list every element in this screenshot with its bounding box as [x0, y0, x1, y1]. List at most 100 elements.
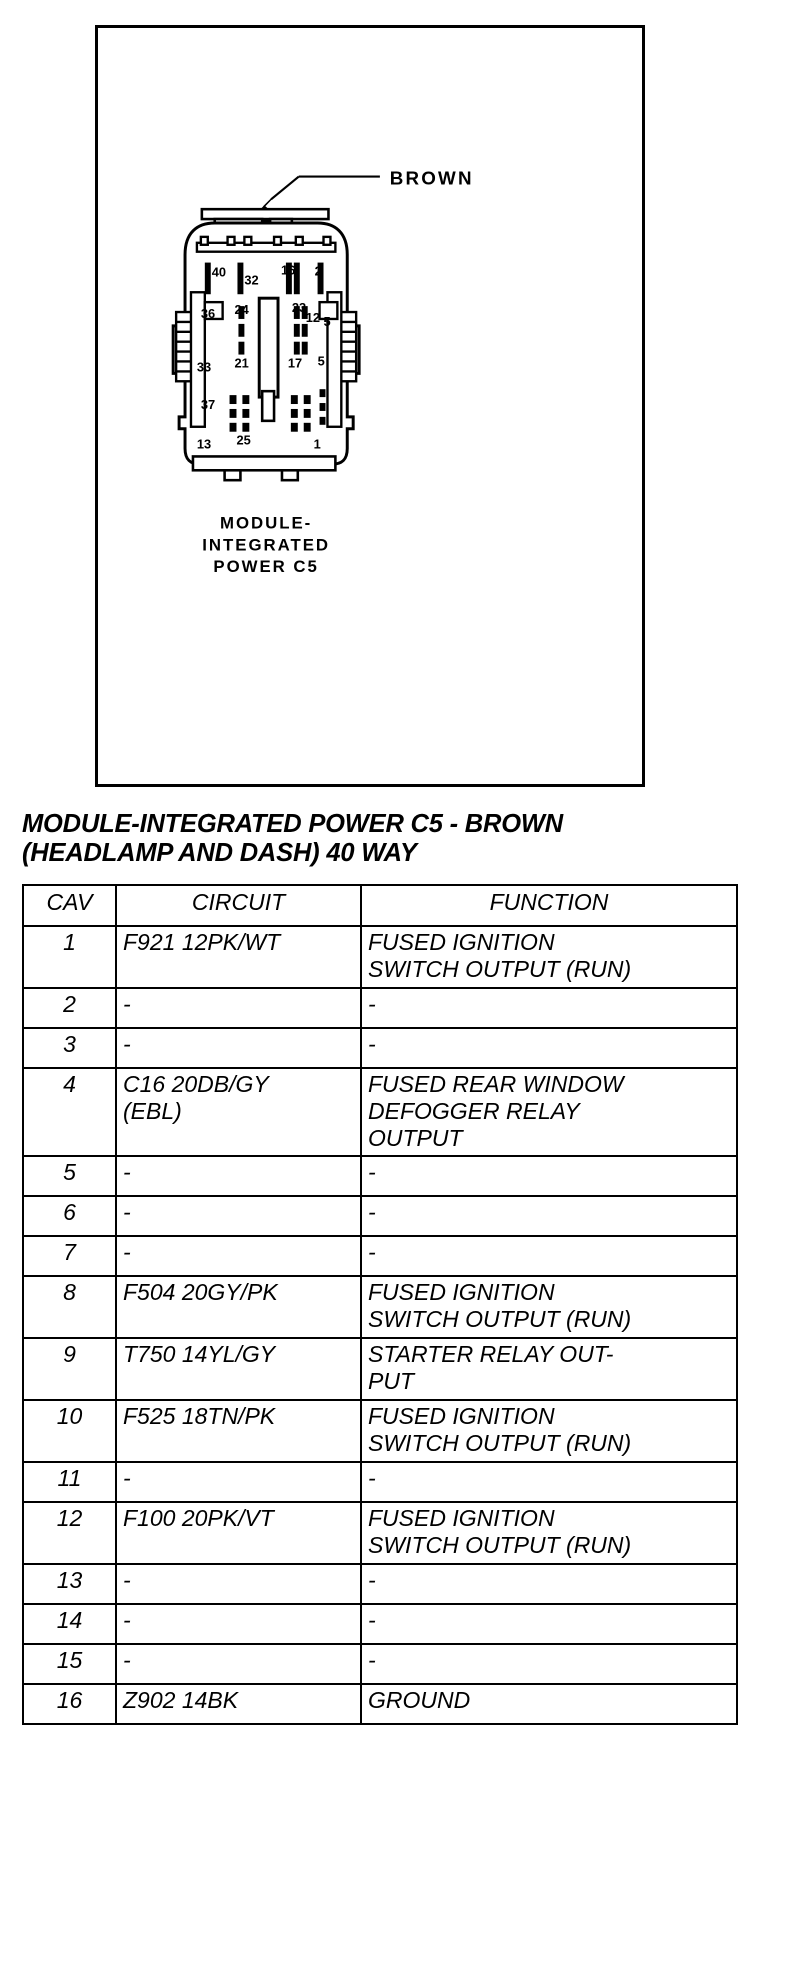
table-row: 2--: [22, 986, 738, 1029]
cav-cell: 16: [22, 1682, 117, 1725]
circuit-cell-line: -: [123, 1464, 131, 1491]
circuit-cell-line: F504 20GY/PK: [123, 1279, 278, 1306]
function-cell-line: -: [368, 1646, 376, 1673]
svg-text:23: 23: [292, 300, 306, 315]
svg-text:16: 16: [281, 262, 295, 277]
table-row: 5--: [22, 1155, 738, 1198]
circuit-cell-line: -: [123, 1566, 131, 1593]
circuit-cell: Z902 14BK: [115, 1682, 362, 1725]
circuit-cell-line: F100 20PK/VT: [123, 1504, 274, 1531]
circuit-cell-line: (EBL): [123, 1097, 182, 1124]
cav-cell: 5: [22, 1155, 117, 1198]
function-cell: -: [360, 1642, 738, 1685]
circuit-cell: -: [115, 1026, 362, 1069]
function-cell-line: FUSED IGNITION: [368, 1504, 555, 1531]
function-cell-line: -: [368, 1199, 376, 1226]
cav-cell: 10: [22, 1399, 117, 1463]
svg-text:5: 5: [318, 353, 325, 368]
column-header-cav: CAV: [22, 884, 117, 927]
circuit-cell-line: T750 14YL/GY: [123, 1341, 276, 1368]
cav-cell: 3: [22, 1026, 117, 1069]
table-row: 6--: [22, 1195, 738, 1238]
function-cell: -: [360, 1460, 738, 1503]
cavity-contacts-upper: [204, 262, 324, 355]
function-cell: -: [360, 1026, 738, 1069]
function-cell-line: -: [368, 1464, 376, 1491]
column-header-circuit: CIRCUIT: [115, 884, 362, 927]
connector-left-rail: [174, 291, 207, 428]
function-cell-line: PUT: [368, 1368, 414, 1395]
table-row: 15--: [22, 1642, 738, 1685]
circuit-cell-line: -: [123, 1159, 131, 1186]
page-title-line-2: (HEADLAMP AND DASH) 40 WAY: [22, 838, 417, 867]
figure-caption: MODULE- INTEGRATED POWER C5: [202, 514, 330, 577]
cavity-contacts-mid: [229, 389, 326, 432]
connector-bottom-flange: [191, 455, 337, 482]
function-cell-line: DEFOGGER RELAY: [368, 1097, 580, 1124]
circuit-cell: C16 20DB/GY(EBL): [115, 1066, 362, 1158]
connector-diagram: BROWN: [171, 167, 472, 577]
circuit-cell-line: -: [123, 1606, 131, 1633]
function-cell: -: [360, 1562, 738, 1605]
connector-right-rail: [326, 291, 358, 428]
function-cell: GROUND: [360, 1682, 738, 1725]
connector-illustration-frame: BROWN: [95, 25, 645, 787]
cav-cell: 15: [22, 1642, 117, 1685]
circuit-cell-line: -: [123, 1239, 131, 1266]
circuit-cell-line: Z902 14BK: [123, 1686, 239, 1713]
cav-cell: 14: [22, 1602, 117, 1645]
function-cell-line: SWITCH OUTPUT (RUN): [368, 955, 632, 982]
circuit-cell-line: -: [123, 1030, 131, 1057]
circuit-cell: F921 12PK/WT: [115, 924, 362, 989]
connector-centre-keyway: [257, 296, 280, 399]
connector-upper-rail: [195, 235, 337, 253]
caption-line-2: INTEGRATED: [202, 535, 330, 554]
svg-text:5: 5: [324, 314, 331, 329]
caption-line-1: MODULE-: [220, 514, 312, 533]
circuit-cell: F525 18TN/PK: [115, 1399, 362, 1463]
brown-callout-leader: [270, 175, 380, 201]
circuit-cell: -: [115, 1155, 362, 1198]
circuit-cell: -: [115, 986, 362, 1029]
cav-cell: 6: [22, 1195, 117, 1238]
function-cell-line: GROUND: [368, 1686, 471, 1713]
table-row: 13--: [22, 1562, 738, 1605]
circuit-cell: -: [115, 1642, 362, 1685]
cav-cell: 1: [22, 924, 117, 989]
circuit-cell: T750 14YL/GY: [115, 1337, 362, 1402]
svg-text:37: 37: [201, 397, 215, 412]
table-row: 14--: [22, 1602, 738, 1645]
svg-text:13: 13: [197, 437, 211, 452]
function-cell-line: -: [368, 1239, 376, 1266]
table-row: 11--: [22, 1460, 738, 1503]
table-row: 3--: [22, 1026, 738, 1069]
circuit-cell: F504 20GY/PK: [115, 1275, 362, 1340]
function-cell-line: OUTPUT: [368, 1124, 463, 1151]
svg-text:17: 17: [288, 355, 302, 370]
circuit-cell-line: -: [123, 990, 131, 1017]
svg-text:36: 36: [201, 306, 215, 321]
circuit-cell: -: [115, 1602, 362, 1645]
cav-cell: 11: [22, 1460, 117, 1503]
svg-text:25: 25: [236, 433, 250, 448]
circuit-cell-line: C16 20DB/GY: [123, 1070, 269, 1097]
function-cell-line: SWITCH OUTPUT (RUN): [368, 1429, 632, 1456]
function-cell-line: -: [368, 1159, 376, 1186]
function-cell: -: [360, 1195, 738, 1238]
circuit-cell: -: [115, 1195, 362, 1238]
function-cell: STARTER RELAY OUT-PUT: [360, 1337, 738, 1402]
function-cell: -: [360, 1602, 738, 1645]
circuit-cell: -: [115, 1460, 362, 1503]
cavity-slot-lower: [260, 389, 276, 423]
function-cell-line: SWITCH OUTPUT (RUN): [368, 1306, 632, 1333]
